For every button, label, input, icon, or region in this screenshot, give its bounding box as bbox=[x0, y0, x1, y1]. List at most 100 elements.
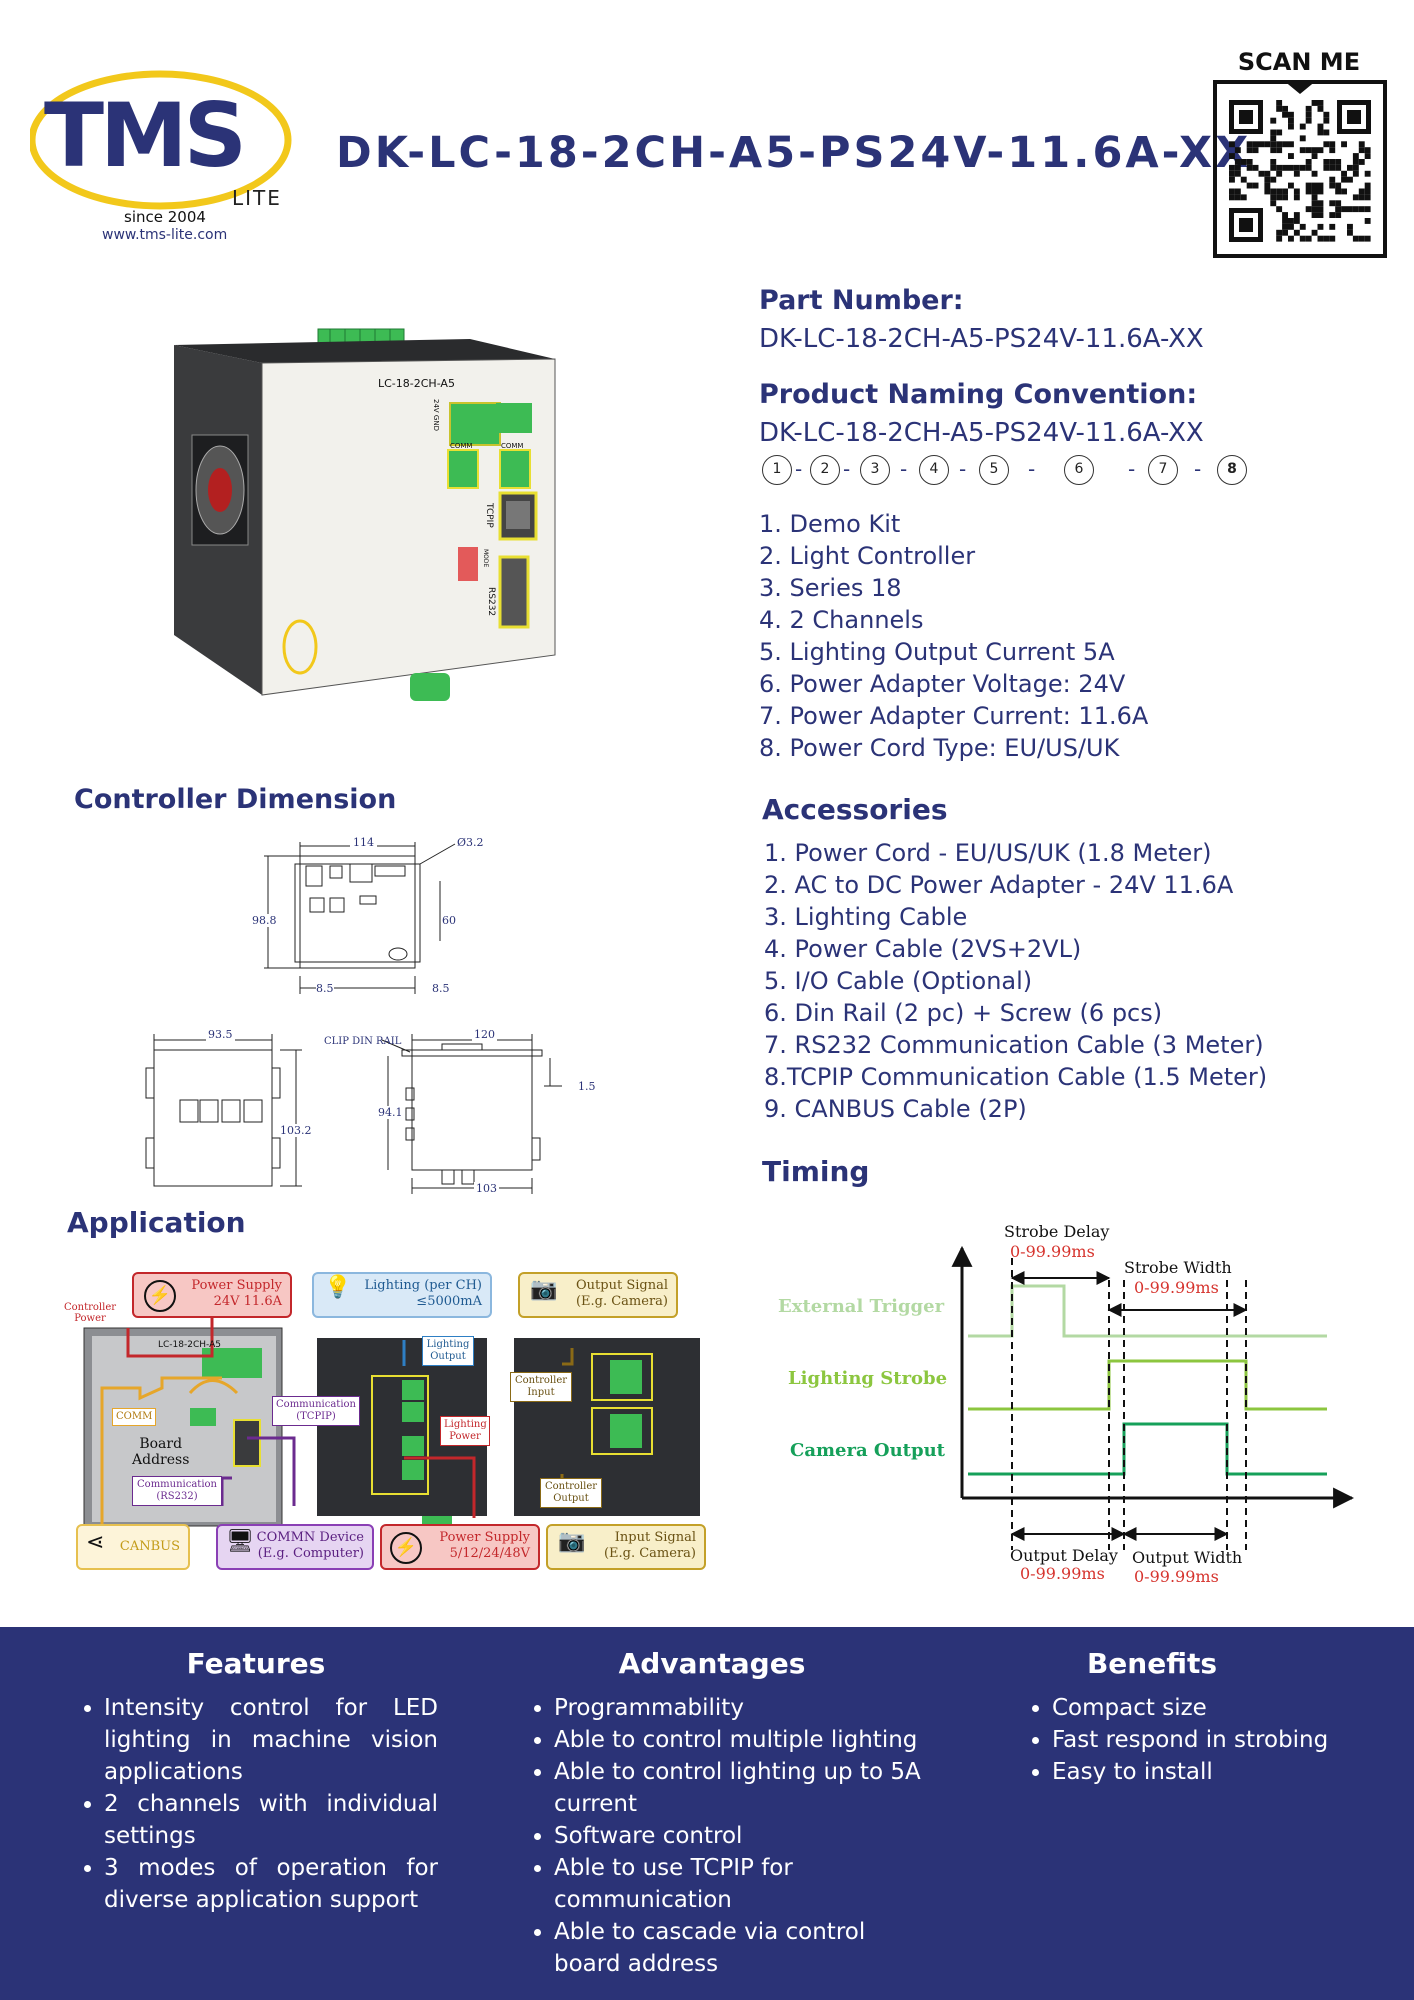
power-supply-bottom-line1: Power Supply bbox=[439, 1530, 530, 1545]
dim-front-height: 103.2 bbox=[280, 1124, 312, 1137]
advantage-item: Able to control multiple lighting bbox=[554, 1724, 930, 1756]
dimension-front-view: 93.5 103.2 bbox=[134, 1028, 314, 1196]
qr-code[interactable] bbox=[1213, 80, 1387, 258]
dim-top-width: 114 bbox=[350, 836, 377, 849]
qr-module bbox=[1364, 235, 1371, 242]
qr-module bbox=[1317, 235, 1324, 242]
features-list: Intensity control for LED lighting in ma… bbox=[74, 1692, 438, 1916]
qr-module bbox=[1229, 188, 1235, 195]
naming-heading: Product Naming Convention: bbox=[759, 379, 1198, 410]
qr-module bbox=[1276, 100, 1283, 106]
share-icon: ⋖ bbox=[86, 1530, 105, 1555]
qr-module bbox=[1252, 147, 1259, 154]
marker-dash: - bbox=[959, 457, 967, 481]
qr-module bbox=[1276, 141, 1283, 148]
qr-module bbox=[1288, 141, 1294, 148]
qr-module bbox=[1246, 182, 1253, 189]
qr-module bbox=[1246, 141, 1253, 148]
qr-module bbox=[1347, 164, 1353, 171]
accessory-item: 7. RS232 Communication Cable (3 Meter) bbox=[764, 1031, 1264, 1059]
qr-module bbox=[1276, 188, 1283, 195]
qr-module bbox=[1270, 164, 1277, 171]
benefit-item: Compact size bbox=[1052, 1692, 1372, 1724]
qr-module bbox=[1358, 159, 1365, 165]
qr-module bbox=[1341, 188, 1347, 195]
qr-module bbox=[1364, 188, 1371, 195]
qr-module bbox=[1276, 170, 1283, 177]
dimension-side-view: CLIP DIN RAIL 120 94.1 103 1.5 bbox=[322, 1028, 602, 1196]
comm-tcpip-line1: Communication bbox=[276, 1399, 356, 1410]
input-signal-line2: (E.g. Camera) bbox=[603, 1546, 696, 1561]
camera-icon: 📷 bbox=[558, 1529, 586, 1554]
qr-module bbox=[1282, 229, 1288, 236]
qr-module bbox=[1305, 235, 1312, 242]
qr-module bbox=[1352, 164, 1359, 171]
qr-module bbox=[1270, 200, 1277, 207]
qr-module bbox=[1317, 100, 1324, 106]
dim-top-hole: Ø3.2 bbox=[457, 836, 484, 849]
qr-module bbox=[1299, 135, 1306, 142]
computer-icon: 🖥 bbox=[226, 1529, 254, 1554]
naming-marker-8: 8 bbox=[1217, 455, 1247, 485]
qr-module bbox=[1288, 218, 1294, 224]
logo-sub: LITE bbox=[232, 186, 282, 210]
marker-dash: - bbox=[1128, 457, 1136, 481]
qr-module bbox=[1234, 159, 1241, 165]
dimension-top-view: 114 Ø3.2 98.8 60 8.5 8.5 bbox=[250, 836, 500, 1001]
qr-module bbox=[1305, 111, 1312, 118]
power-supply-bottom-line2: 5/12/24/48V bbox=[449, 1546, 530, 1561]
qr-module bbox=[1335, 159, 1342, 165]
logo-website[interactable]: www.tms-lite.com bbox=[102, 227, 228, 243]
qr-module bbox=[1299, 123, 1306, 130]
dim-top-right-offset: 8.5 bbox=[432, 982, 450, 995]
qr-module bbox=[1311, 200, 1318, 207]
accessory-item: 2. AC to DC Power Adapter - 24V 11.6A bbox=[764, 871, 1234, 899]
qr-module bbox=[1358, 194, 1365, 201]
accessory-item: 9. CANBUS Cable (2P) bbox=[764, 1095, 1027, 1123]
qr-module bbox=[1276, 129, 1283, 136]
naming-item: 8. Power Cord Type: EU/US/UK bbox=[759, 734, 1120, 762]
comm-device-line2: (E.g. Computer) bbox=[257, 1546, 364, 1561]
comm-rs232-tag: Communication (RS232) bbox=[132, 1476, 222, 1506]
qr-module bbox=[1317, 105, 1324, 112]
qr-module bbox=[1270, 194, 1277, 201]
qr-module bbox=[1234, 188, 1241, 195]
qr-module bbox=[1264, 182, 1271, 189]
qr-module bbox=[1270, 129, 1277, 136]
qr-module bbox=[1364, 170, 1371, 177]
qr-module bbox=[1323, 111, 1330, 118]
lighting-power-line1: Lighting bbox=[444, 1419, 487, 1430]
qr-module bbox=[1305, 164, 1312, 171]
dimension-heading: Controller Dimension bbox=[74, 784, 397, 815]
qr-module bbox=[1293, 188, 1300, 195]
timing-diagram: Strobe Delay 0-99.99ms Strobe Width 0-99… bbox=[772, 1218, 1372, 1598]
qr-module bbox=[1276, 206, 1283, 213]
qr-module bbox=[1252, 164, 1259, 171]
lighting-line2: ≤5000mA bbox=[416, 1294, 482, 1309]
qr-module bbox=[1364, 206, 1371, 213]
page-title: DK-LC-18-2CH-A5-PS24V-11.6A-XX bbox=[336, 128, 1252, 178]
input-signal-line1: Input Signal bbox=[614, 1530, 696, 1545]
device-label: LC-18-2CH-A5 bbox=[158, 1340, 221, 1350]
controller-input-line1: Controller bbox=[514, 1375, 568, 1386]
qr-module bbox=[1317, 223, 1324, 230]
output-width-range: 0-99.99ms bbox=[1134, 1567, 1219, 1586]
qr-module bbox=[1299, 164, 1306, 171]
comm-rs232-line1: Communication bbox=[137, 1479, 217, 1490]
qr-module bbox=[1341, 170, 1347, 177]
photo-model-label: LC-18-2CH-A5 bbox=[378, 377, 455, 390]
qr-module bbox=[1352, 170, 1359, 177]
qr-module bbox=[1258, 141, 1265, 148]
board-address-label: Board Address bbox=[132, 1436, 189, 1468]
lighting-box: 💡 Lighting (per CH) ≤5000mA bbox=[312, 1272, 492, 1318]
naming-item: 5. Lighting Output Current 5A bbox=[759, 638, 1115, 666]
controller-output-line1: Controller bbox=[544, 1481, 598, 1492]
lighting-line1: Lighting (per CH) bbox=[364, 1278, 482, 1293]
features-column: Features Intensity control for LED light… bbox=[74, 1647, 438, 1916]
strobe-width-range: 0-99.99ms bbox=[1134, 1278, 1219, 1297]
qr-module bbox=[1282, 223, 1288, 230]
lighting-power-tag: Lighting Power bbox=[440, 1416, 490, 1446]
strobe-delay-label: Strobe Delay bbox=[1004, 1222, 1110, 1241]
benefits-title: Benefits bbox=[1086, 1647, 1218, 1680]
qr-module bbox=[1299, 235, 1306, 242]
